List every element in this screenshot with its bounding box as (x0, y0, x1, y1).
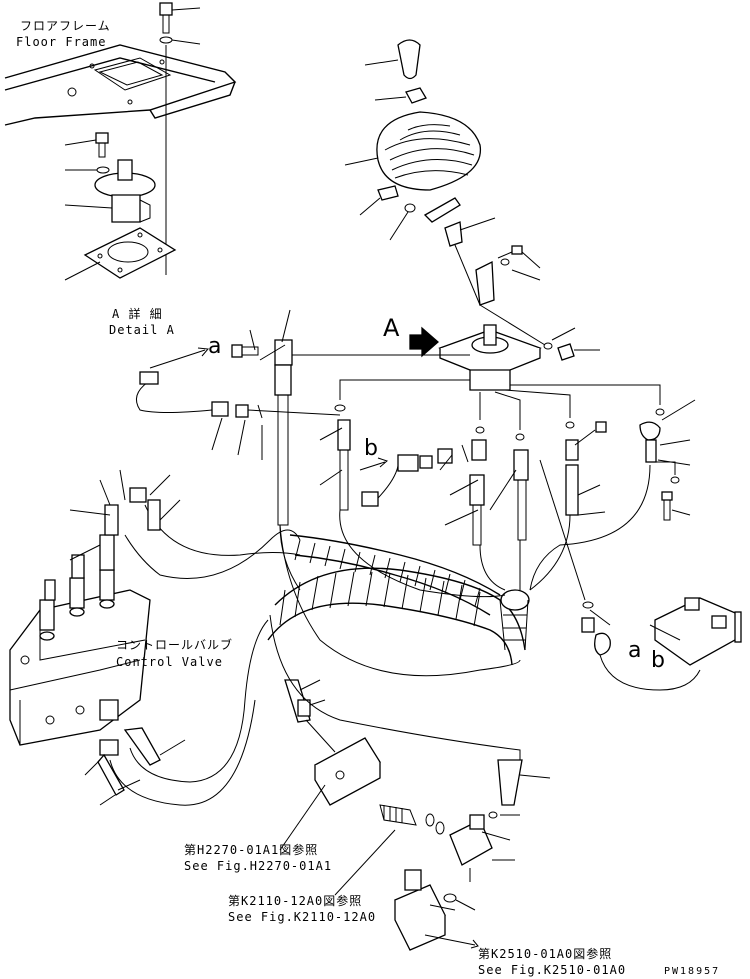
control-valve-label-jp: コントロールバルブ (116, 638, 234, 652)
right-connectors (539, 459, 742, 691)
reference-1-en: See Fig.H2270-01A1 (184, 859, 333, 873)
control-valve-label-en: Control Valve (116, 655, 223, 669)
rubber-boot (344, 111, 482, 191)
right-hose-fittings (269, 614, 551, 951)
lever-linkage (359, 185, 546, 346)
pilot-hoses (290, 354, 665, 441)
callout-leaders (211, 309, 696, 641)
connector-b-left (361, 444, 469, 507)
connector-a-left-label: a (208, 334, 222, 359)
drawing-code: PW18957 (664, 966, 721, 977)
direction-arrows (149, 326, 439, 471)
reference-2-jp: 第K2110-12A0図参照 (228, 894, 363, 908)
frame-bolt (159, 2, 201, 275)
control-valve (9, 469, 151, 746)
reference-1-jp: 第H2270-01A1図参照 (184, 843, 319, 857)
view-a-marker: A (383, 314, 400, 342)
reference-2-en: See Fig.K2110-12A0 (228, 910, 377, 924)
h2270-block (284, 679, 381, 806)
detail-a-assembly (64, 132, 177, 281)
connector-b-right-label: b (651, 648, 665, 673)
hose-fittings (337, 419, 680, 546)
floor-frame (4, 44, 237, 126)
left-fittings (135, 339, 341, 526)
reference-leaders (279, 784, 479, 949)
connector-a-right-label: a (628, 638, 642, 663)
reference-3-en: See Fig.K2510-01A0 (478, 963, 627, 977)
detail-a-label-jp: A 詳 細 (112, 307, 163, 321)
hose-bundle (267, 464, 651, 677)
lever-knob (364, 39, 427, 104)
reference-3-jp: 第K2510-01A0図参照 (478, 947, 613, 961)
control-valve-hoses (84, 474, 301, 806)
detail-a-label-en: Detail A (109, 323, 175, 337)
floor-frame-label-jp: フロアフレーム (20, 19, 111, 33)
floor-frame-label-en: Floor Frame (16, 35, 107, 49)
connector-b-left-label: b (364, 436, 378, 461)
